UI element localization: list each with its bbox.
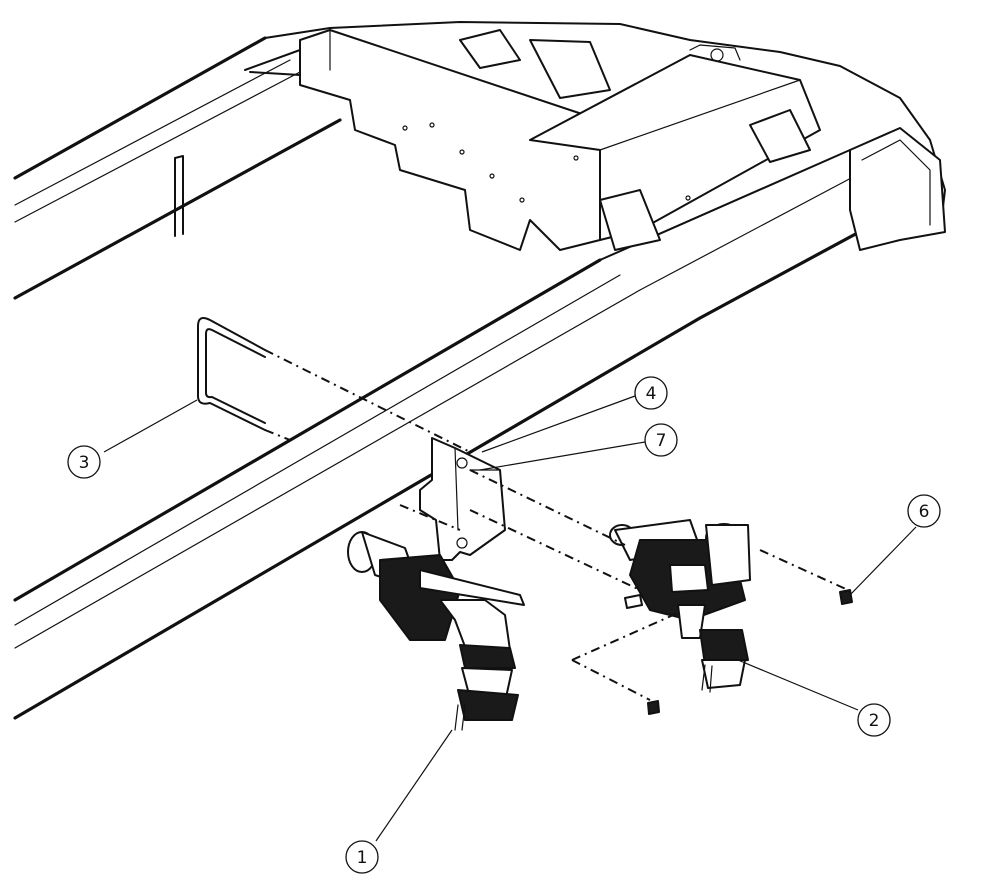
- callout-7: 7: [644, 423, 678, 457]
- callout-4-label: 4: [646, 384, 657, 404]
- ball-valve-assembly: [347, 531, 525, 731]
- leader-lines: [103, 395, 917, 842]
- assembly-dash-lines: [264, 349, 849, 701]
- callout-2: 2: [857, 703, 891, 737]
- callout-3-label: 3: [79, 453, 90, 473]
- callout-3: 3: [67, 445, 101, 479]
- u-bolt: [197, 317, 266, 431]
- callout-6: 6: [907, 494, 941, 528]
- frame-structure: [13, 21, 946, 720]
- mounting-bracket: [419, 437, 506, 561]
- top-bracket-housing: [244, 29, 821, 251]
- callout-4: 4: [634, 376, 668, 410]
- callout-7-label: 7: [656, 431, 667, 451]
- callout-1-label: 1: [357, 848, 368, 868]
- callout-6-label: 6: [919, 502, 930, 522]
- valve-manifold-assembly: [609, 519, 853, 715]
- callout-1: 1: [345, 840, 379, 874]
- callout-2-label: 2: [869, 711, 880, 731]
